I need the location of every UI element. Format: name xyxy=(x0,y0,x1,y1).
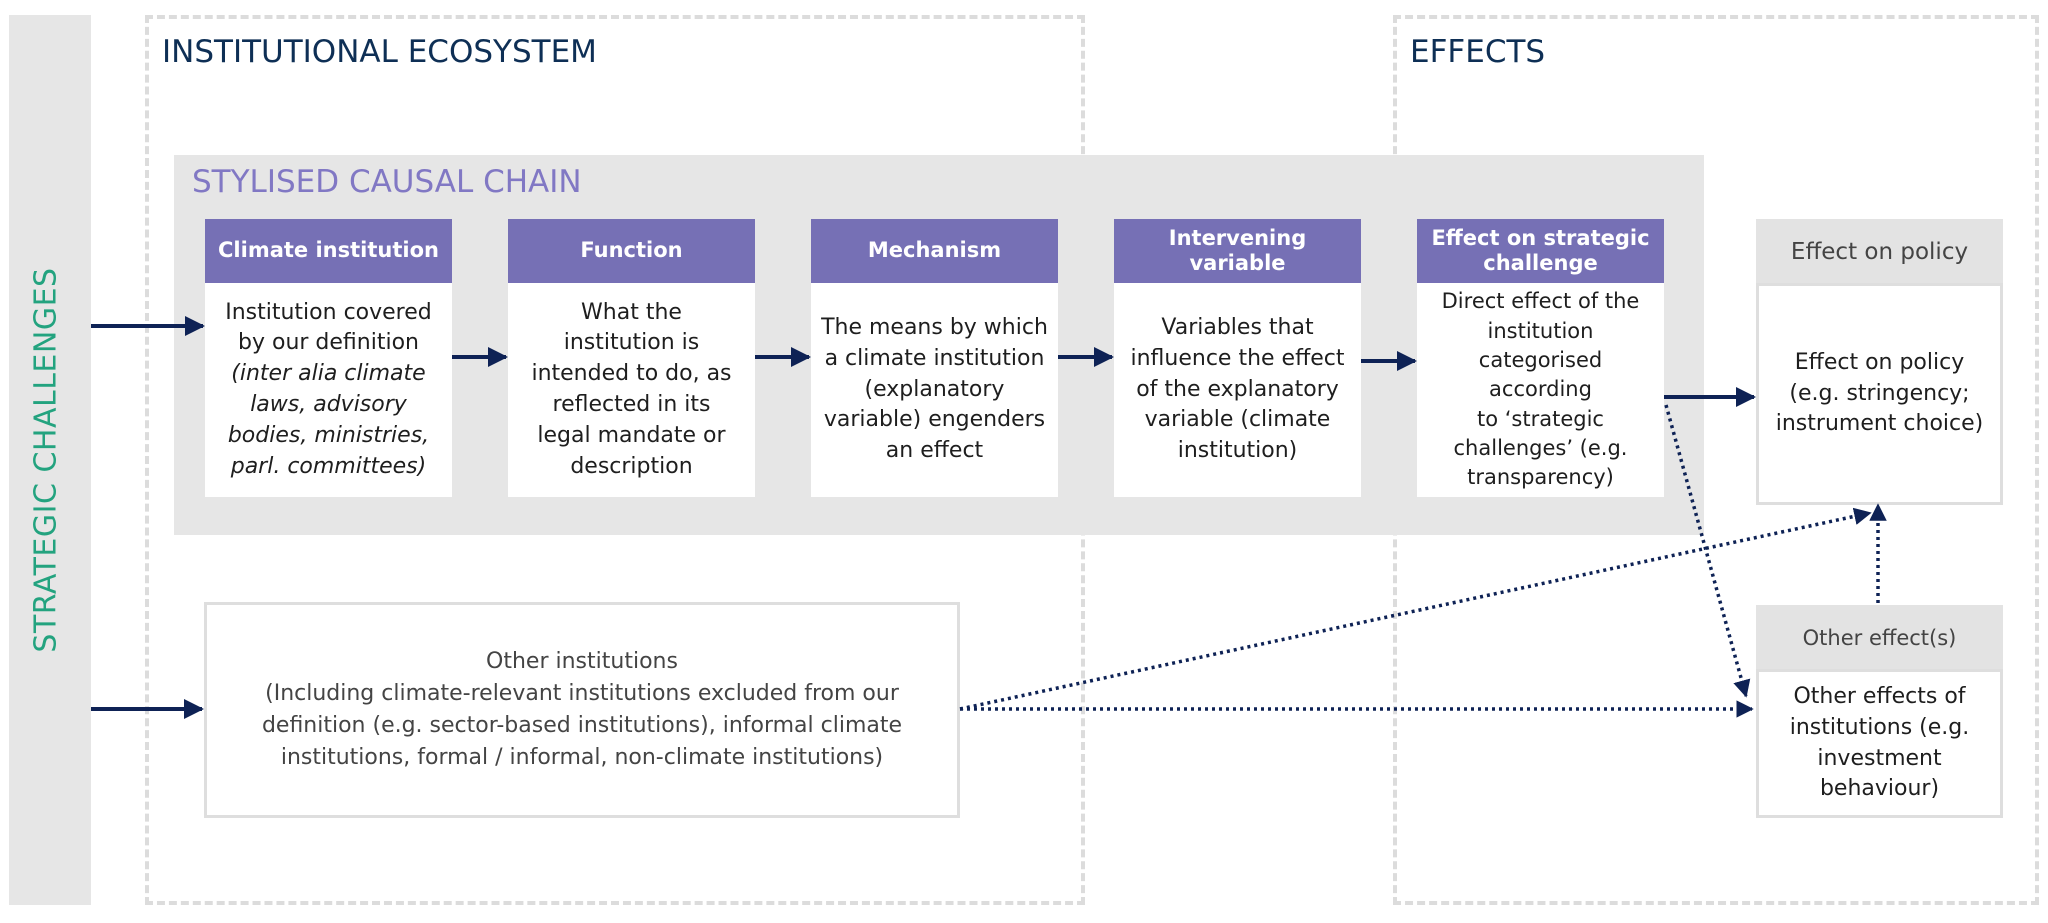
climate-institution-line: by our definition xyxy=(238,330,419,356)
function-line: intended to do, as xyxy=(531,361,732,387)
other-effects-header: Other effect(s) xyxy=(1756,605,2003,671)
other-institutions-line: definition (e.g. sector-based institutio… xyxy=(261,713,903,738)
mechanism-line: an effect xyxy=(885,438,984,464)
effect-on-strategic-challenge-header: Effect on strategic challenge xyxy=(1417,219,1664,283)
other-effects-body: Other effects of institutions (e.g. inve… xyxy=(1756,669,2003,818)
effects-title: EFFECTS xyxy=(1410,34,1546,70)
climate-institution-italic-line: parl. committees) xyxy=(230,453,427,479)
effect-strategic-line: transparency) xyxy=(1467,465,1614,490)
climate-institution-header: Climate institution xyxy=(205,219,452,283)
intervening-variable-line: influence the effect xyxy=(1130,345,1345,371)
function-line: legal mandate or xyxy=(537,422,726,448)
function-line: institution is xyxy=(563,330,700,356)
mechanism-header: Mechanism xyxy=(811,219,1058,283)
intervening-variable-line: variable (climate xyxy=(1144,407,1331,433)
mechanism-line: The means by which xyxy=(821,315,1048,340)
other-institutions-line: (Including climate-relevant institutions… xyxy=(265,681,899,707)
institutional-ecosystem-title: INSTITUTIONAL ECOSYSTEM xyxy=(162,34,597,70)
other-effects-line: behaviour) xyxy=(1819,776,1940,802)
mechanism-line: variable) engenders xyxy=(823,407,1046,433)
other-institutions-box: Other institutions (Including climate-re… xyxy=(204,602,960,818)
climate-institution-italic-line: bodies, ministries, xyxy=(227,422,430,448)
climate-institution-italic-line: (inter alia climate xyxy=(231,361,426,387)
climate-institution-body: Institution covered by our definition (i… xyxy=(205,283,452,497)
intervening-variable-line: institution) xyxy=(1177,438,1298,464)
mechanism-line: a climate institution xyxy=(824,345,1045,371)
other-institutions-to-policy-dotted-arrow xyxy=(959,507,1872,711)
effect-on-policy-body: Effect on policy (e.g. stringency; instr… xyxy=(1756,283,2003,505)
effect-on-policy-line: (e.g. stringency; xyxy=(1789,380,1970,406)
function-line: What the xyxy=(581,299,682,325)
effect-strategic-line: categorised according xyxy=(1478,347,1603,402)
strategic-challenges-strip xyxy=(9,15,91,905)
effect-on-policy-line: instrument choice) xyxy=(1775,411,1984,437)
effect-strategic-line: challenges’ (e.g. xyxy=(1453,436,1628,461)
climate-institution-line: Institution covered xyxy=(225,299,432,325)
function-line: description xyxy=(570,453,693,479)
effect-on-policy-header: Effect on policy xyxy=(1756,219,2003,285)
intervening-variable-line: Variables that xyxy=(1161,315,1314,340)
effect-strategic-line: Direct effect of the xyxy=(1441,289,1640,314)
function-body: What the institution is intended to do, … xyxy=(508,283,755,497)
climate-institution-italic-line: laws, advisory xyxy=(250,392,407,417)
effect-on-policy-line: Effect on policy xyxy=(1794,349,1965,375)
effect-strategic-line: to ‘strategic xyxy=(1477,406,1604,431)
stylised-causal-chain-title: STYLISED CAUSAL CHAIN xyxy=(192,164,582,200)
function-header: Function xyxy=(508,219,755,283)
other-institutions-line: institutions, formal / informal, non-cli… xyxy=(280,744,884,770)
other-effects-line: Other effects of xyxy=(1793,683,1966,709)
intervening-variable-header: Intervening variable xyxy=(1114,219,1361,283)
function-line: reflected in its xyxy=(552,392,711,417)
strategic-effect-to-other-effects-dotted-arrow xyxy=(1664,404,1751,698)
intervening-variable-line: of the explanatory xyxy=(1136,376,1339,402)
effect-strategic-line: institution xyxy=(1487,318,1594,343)
mechanism-body: The means by which a climate institution… xyxy=(811,283,1058,497)
other-effects-line: investment xyxy=(1817,745,1942,771)
mechanism-line: (explanatory xyxy=(864,376,1005,402)
effect-on-strategic-challenge-body: Direct effect of the institution categor… xyxy=(1417,283,1664,497)
other-institutions-title: Other institutions xyxy=(486,649,678,675)
other-effects-line: institutions (e.g. xyxy=(1789,714,1970,740)
intervening-variable-body: Variables that influence the effect of t… xyxy=(1114,283,1361,497)
